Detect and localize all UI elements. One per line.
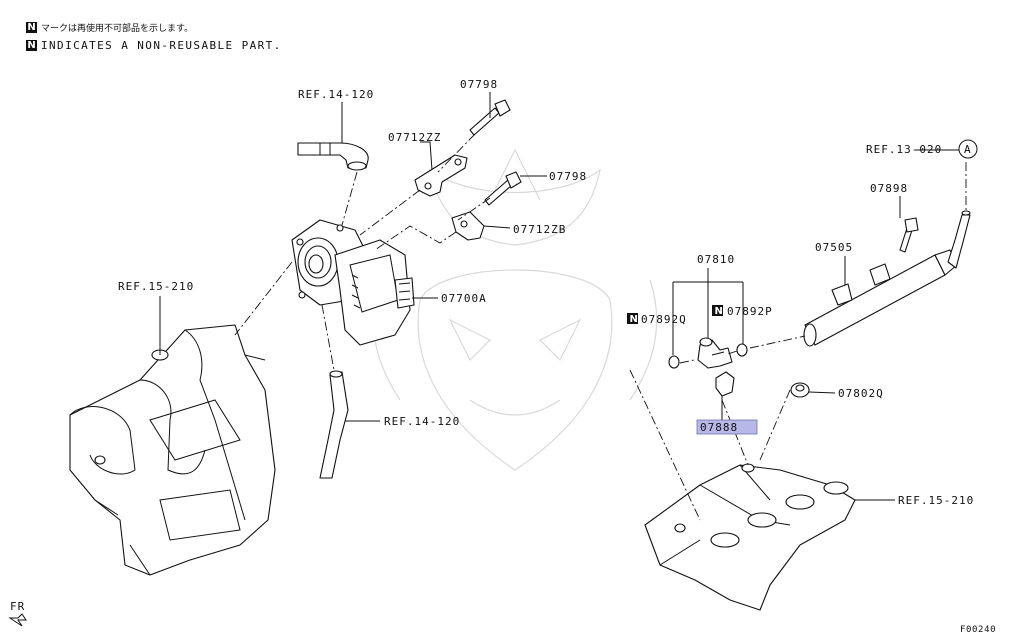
injector-07810[interactable] [697,337,733,369]
figure-code: F00240 [960,625,996,635]
throttle-body[interactable] [291,219,415,346]
label-ref-15-210-right[interactable]: REF.15-210 [898,494,974,507]
n-marker-07892Q [627,313,638,324]
label-07505[interactable]: 07505 [815,241,853,254]
label-07810[interactable]: 07810 [697,253,735,266]
bolt-07798-top[interactable] [469,99,511,136]
connector-a-circle [958,139,978,159]
callouts: REF.14-120 07798 07712ZZ 07798 07712ZB 0… [10,78,996,635]
bolt-07798-mid[interactable] [484,171,522,206]
intake-manifold-left[interactable] [69,324,276,576]
hose-bottom[interactable] [319,370,349,479]
label-ref-15-210-left[interactable]: REF.15-210 [118,280,194,293]
oring-07892P[interactable] [736,343,748,357]
label-07712ZB[interactable]: 07712ZB [513,223,566,236]
bracket-07712ZB[interactable] [451,211,485,241]
note-jp-text: マークは再使用不可部品を示します。 [41,24,194,34]
non-reusable-marker: N [26,22,37,33]
clip-07888[interactable] [715,371,735,397]
label-07712ZZ[interactable]: 07712ZZ [388,131,441,144]
highlight-07888 [696,419,758,435]
n-marker-text: N [630,314,638,325]
bracket-07712ZZ[interactable] [414,154,468,197]
note-en: N INDICATES A NON-REUSABLE PART. [26,39,282,52]
front-arrow-icon [8,613,27,627]
label-07898[interactable]: 07898 [870,182,908,195]
oring-07892Q[interactable] [668,355,680,369]
fuel-rail[interactable] [803,210,971,347]
bolt-07898[interactable] [899,217,919,253]
front-label: FR [10,600,25,613]
label-07888[interactable]: 07888 [700,421,738,434]
label-07798-top[interactable]: 07798 [460,78,498,91]
non-reusable-marker: N [26,40,37,51]
leader-lines [159,92,960,501]
label-07892Q[interactable]: 07892Q [641,313,687,326]
note-jp: N マークは再使用不可部品を示します。 [26,21,193,34]
label-07700A[interactable]: 07700A [441,292,487,305]
note-en-text: INDICATES A NON-REUSABLE PART. [41,39,282,52]
hose-top[interactable] [297,142,369,171]
connector-a-label: A [964,143,972,156]
assembly-lines [234,133,967,521]
label-07892P[interactable]: 07892P [727,305,773,318]
n-marker-text: N [715,306,723,317]
label-07798-mid[interactable]: 07798 [549,170,587,183]
label-07802Q[interactable]: 07802Q [838,387,884,400]
label-ref-14-120-top[interactable]: REF.14-120 [298,88,374,101]
n-marker-07892P [712,305,723,316]
insulator-07802Q[interactable] [790,382,810,398]
intake-manifold-right[interactable] [644,463,856,611]
label-ref-14-120-bottom[interactable]: REF.14-120 [384,415,460,428]
label-ref-13-020[interactable]: REF.13-020 [866,143,942,156]
